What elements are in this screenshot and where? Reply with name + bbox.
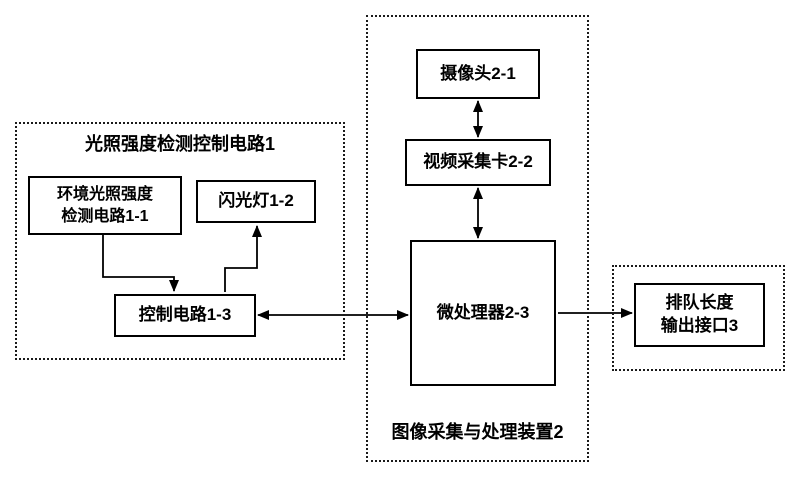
camera-box: 摄像头2-1 [416, 49, 540, 99]
microprocessor-box: 微处理器2-3 [410, 240, 556, 386]
video-capture-card-box: 视频采集卡2-2 [405, 139, 551, 186]
ambient-light-circuit-label-line2: 检测电路1-1 [61, 207, 149, 225]
flash-lamp-label: 闪光灯1-2 [218, 191, 294, 211]
queue-output-label-line2: 输出接口3 [660, 316, 739, 335]
group-image-processing-title: 图像采集与处理装置2 [391, 422, 564, 442]
video-capture-card-label: 视频采集卡2-2 [423, 152, 533, 172]
control-circuit-label: 控制电路1-3 [138, 305, 232, 325]
group-light-control-title: 光照强度检测控制电路1 [84, 134, 275, 154]
camera-label: 摄像头2-1 [440, 63, 516, 83]
flash-lamp-box: 闪光灯1-2 [196, 180, 316, 223]
ambient-light-circuit-box: 环境光照强度 检测电路1-1 [28, 176, 182, 235]
microprocessor-label: 微处理器2-3 [436, 302, 530, 322]
control-circuit-box: 控制电路1-3 [114, 294, 256, 337]
queue-output-box: 排队长度 输出接口3 [634, 283, 765, 347]
group-queue-output [612, 265, 785, 371]
group-light-control [15, 122, 345, 360]
group-image-processing [366, 15, 589, 462]
ambient-light-circuit-label-line1: 环境光照强度 [56, 185, 153, 203]
queue-output-label-line1: 排队长度 [665, 293, 734, 313]
